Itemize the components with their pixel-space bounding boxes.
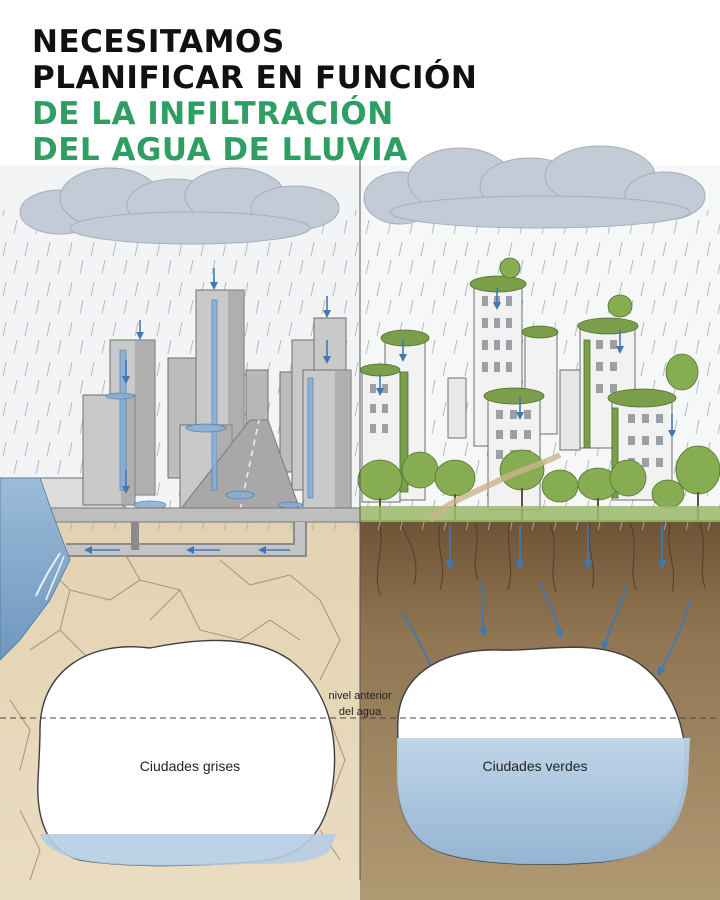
green-city-label: Ciudades verdes (482, 758, 588, 774)
title-line-3: DE LA INFILTRACIÓN (32, 96, 394, 132)
sea (0, 477, 71, 661)
title-line-4: DEL AGUA DE LLUVIA (32, 132, 408, 168)
clouds (19, 145, 706, 245)
water-level-label-line-1: nivel anterior (328, 690, 392, 702)
green-aquifer (396, 646, 690, 865)
gray-city-label: Ciudades grises (139, 758, 241, 774)
paved-slab (39, 507, 361, 523)
gray-rain-arrows (122, 268, 331, 494)
gray-aquifer (37, 639, 336, 867)
water-level-label-line-2: del agua (338, 706, 382, 718)
green-ground (360, 506, 720, 522)
green-building-windows (370, 296, 663, 467)
title-line-2: PLANIFICAR EN FUNCIÓN (32, 60, 478, 96)
green-rain-arrows (376, 288, 676, 438)
drain-pipe (66, 522, 307, 557)
gray-runoff-water (105, 299, 314, 510)
green-roofs (359, 275, 677, 499)
title-line-1: NECESITAMOS (32, 24, 285, 60)
trees (357, 257, 720, 509)
